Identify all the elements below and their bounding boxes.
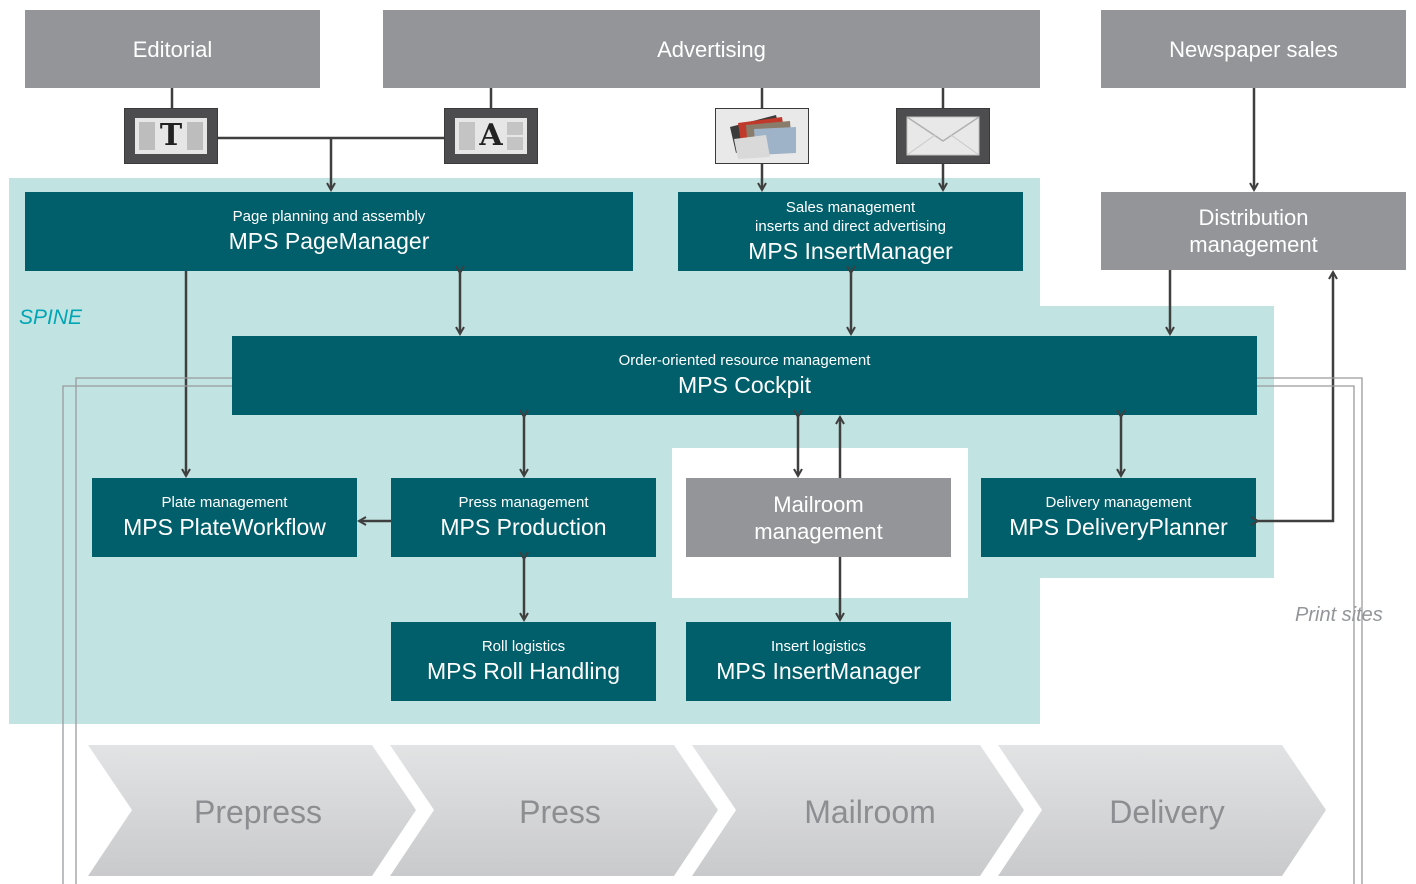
mailroom-management-label: Mailroom management <box>754 491 883 544</box>
production-box: Press management MPS Production <box>391 478 656 557</box>
envelope-icon <box>896 108 990 164</box>
insert-manager-sales-subtitle: Sales management inserts and direct adve… <box>755 198 946 235</box>
chevron-delivery <box>998 745 1326 876</box>
stage-delivery: Delivery <box>1109 794 1225 830</box>
insert-manager-sales-title: MPS InsertManager <box>748 237 953 264</box>
insert-logistics-title: MPS InsertManager <box>716 658 921 684</box>
page-manager-box: Page planning and assembly MPS PageManag… <box>25 192 633 271</box>
newspaper-sales-label: Newspaper sales <box>1169 36 1338 62</box>
editorial-label: Editorial <box>132 36 213 62</box>
production-title: MPS Production <box>440 514 607 540</box>
stage-press: Press <box>519 794 601 830</box>
envelope-graphic <box>906 116 980 156</box>
insert-manager-sales-box: Sales management inserts and direct adve… <box>678 192 1023 271</box>
editorial-box: Editorial <box>25 10 320 88</box>
insert-logistics-subtitle: Insert logistics <box>770 638 867 655</box>
spine-label: SPINE <box>19 306 83 329</box>
cockpit-subtitle: Order-oriented resource management <box>618 352 871 369</box>
print-sites-label: Print sites <box>1294 603 1384 627</box>
advertising-box: Advertising <box>383 10 1040 88</box>
roll-handling-title: MPS Roll Handling <box>426 658 621 684</box>
delivery-planner-title: MPS DeliveryPlanner <box>1009 514 1228 540</box>
roll-handling-subtitle: Roll logistics <box>481 638 566 655</box>
chevron-mailroom <box>692 745 1024 876</box>
delivery-planner-subtitle: Delivery management <box>1045 494 1192 511</box>
page-manager-subtitle: Page planning and assembly <box>232 208 426 225</box>
distribution-management-box: Distribution management <box>1101 192 1406 270</box>
chevron-press <box>390 745 718 876</box>
delivery-planner-box: Delivery management MPS DeliveryPlanner <box>981 478 1256 557</box>
cockpit-box: Order-oriented resource management MPS C… <box>232 336 1257 415</box>
text-document-icon: T <box>124 108 218 164</box>
insert-logistics-box: Insert logistics MPS InsertManager <box>686 622 951 701</box>
newspaper-sales-box: Newspaper sales <box>1101 10 1406 88</box>
cockpit-title: MPS Cockpit <box>678 372 811 398</box>
production-subtitle: Press management <box>458 494 589 511</box>
ad-glyph: A <box>479 118 503 153</box>
stage-prepress: Prepress <box>193 794 323 830</box>
ad-layout-icon: A <box>444 108 538 164</box>
advertising-label: Advertising <box>657 36 766 62</box>
page-manager-title: MPS PageManager <box>228 228 430 254</box>
text-glyph: T <box>159 118 183 153</box>
distribution-management-label: Distribution management <box>1189 205 1318 257</box>
roll-handling-box: Roll logistics MPS Roll Handling <box>391 622 656 701</box>
flyers-graphic <box>730 115 796 159</box>
stage-mailroom: Mailroom <box>804 794 936 830</box>
inserts-flyers-icon <box>715 108 809 164</box>
mailroom-management-box: Mailroom management <box>686 478 951 557</box>
